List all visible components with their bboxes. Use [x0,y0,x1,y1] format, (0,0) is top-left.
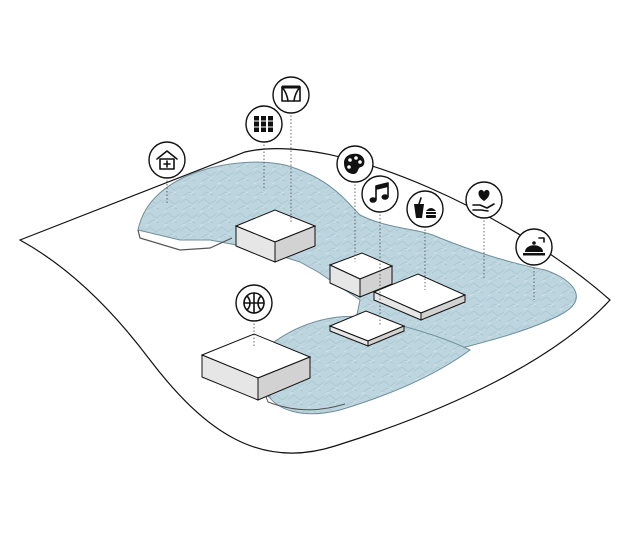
block-art [328,252,394,298]
basketball-icon [235,284,273,322]
theatre-curtain-icon [272,76,310,114]
block-music-food [372,273,467,321]
shelter-house-icon [148,141,186,179]
art-palette-icon [336,145,374,183]
music-note-icon [361,175,399,213]
block-library [234,209,317,263]
heart-hand-icon [465,181,503,219]
service-bell-icon [515,228,553,266]
water-body-front [269,316,471,415]
block-pavilion [328,310,406,347]
water-edge [137,229,233,251]
food-drink-icon [406,190,444,228]
water-edge-front [264,393,346,411]
block-sports [200,333,312,401]
books-icon [245,105,283,143]
